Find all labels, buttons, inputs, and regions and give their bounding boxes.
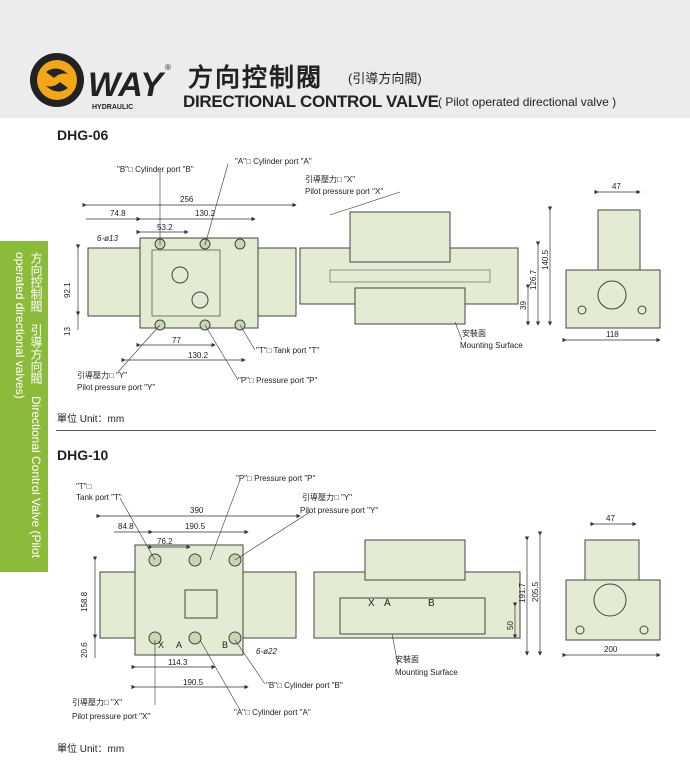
dhg06-dim-74-8: 74.8 bbox=[110, 209, 126, 218]
dhg10-label-p: "P"□ Pressure port "P" bbox=[236, 474, 315, 483]
dhg10-plan-letter-a: A bbox=[176, 640, 182, 650]
dhg06-label-p: "P"□ Pressure port "P" bbox=[238, 376, 317, 385]
dhg10-side-letter-x: X bbox=[368, 598, 375, 609]
dhg06-dim-13: 13 bbox=[63, 327, 72, 336]
dhg06-label-y-en: Pilot pressure port "Y" bbox=[77, 383, 155, 392]
dhg06-dim-256: 256 bbox=[180, 195, 194, 204]
title-zh: 方向控制閥 bbox=[188, 64, 324, 92]
dhg06-dim-118: 118 bbox=[606, 330, 619, 339]
dhg06-dim-77: 77 bbox=[172, 336, 181, 345]
dhg10-label-t1: "T"□ bbox=[76, 482, 92, 491]
brand-reg: ® bbox=[165, 63, 171, 72]
dhg10-label-y-zh: 引導壓力□ "Y" bbox=[302, 492, 352, 502]
dhg10-plan-letter-b: B bbox=[222, 640, 228, 650]
dhg10-side-letter-a: A bbox=[384, 598, 391, 609]
dhg06-mount-zh: 安裝面 bbox=[462, 328, 486, 338]
dhg10-dim-hole: 6-ø22 bbox=[256, 647, 277, 656]
dhg10-plan-letter-x: X bbox=[158, 640, 164, 650]
brand-name: WAY bbox=[88, 66, 166, 104]
leaders-06 bbox=[117, 163, 463, 381]
dhg06-dim-47: 47 bbox=[612, 182, 621, 191]
dhg10-mount-zh: 安裝面 bbox=[395, 654, 419, 664]
dhg10-dim-390: 390 bbox=[190, 506, 204, 515]
dhg10-plan-view bbox=[99, 544, 297, 656]
side-tab bbox=[0, 241, 48, 572]
dimension-lines-06 bbox=[75, 189, 661, 363]
dhg06-dim-92-1: 92.1 bbox=[63, 282, 72, 298]
dhg10-label-x-en: Pilot pressure port "X" bbox=[72, 712, 150, 721]
dhg06-side-view bbox=[299, 211, 519, 325]
title-en-sub: ( Pilot operated directional valve ) bbox=[438, 95, 617, 109]
dhg06-mount-en: Mounting Surface bbox=[460, 341, 523, 350]
dhg06-dim-126-7: 126.7 bbox=[529, 269, 538, 290]
dhg10-mount-en: Mounting Surface bbox=[395, 668, 458, 677]
dhg06-label-x-en: Pilot pressure port "X" bbox=[305, 187, 383, 196]
dhg10-dim-200: 200 bbox=[604, 645, 618, 654]
dhg10-label-a: "A"□ Cylinder port "A" bbox=[234, 708, 311, 717]
brand-sub: HYDRAULIC bbox=[92, 104, 133, 111]
dhg10-dim-20-6: 20.6 bbox=[80, 642, 89, 658]
dhg10-label-x-zh: 引導壓力□ "X" bbox=[72, 697, 122, 707]
dhg10-side-letter-b: B bbox=[428, 598, 435, 609]
side-tab-text: 方向控制閥 引導方向閥 Directional Control Valve (P… bbox=[13, 252, 43, 558]
dhg06-dim-39: 39 bbox=[519, 301, 528, 310]
dhg10-dim-84-8: 84.8 bbox=[118, 522, 134, 531]
dhg06-label-t: "T"□ Tank port "T" bbox=[256, 346, 319, 355]
dhg10-dim-50: 50 bbox=[506, 621, 515, 630]
dhg06-dim-hole: 6-ø13 bbox=[97, 234, 118, 243]
dhg06-dim-140-5: 140.5 bbox=[541, 249, 550, 270]
dhg06-dim-53-2: 53.2 bbox=[157, 223, 173, 232]
dhg06-dim-130-2a: 130.2 bbox=[195, 209, 216, 218]
dhg10-label-y-en: Pilot pressure port "Y" bbox=[300, 506, 378, 515]
title-en: DIRECTIONAL CONTROL VALVE bbox=[183, 92, 439, 111]
dhg10-dim-47: 47 bbox=[606, 514, 615, 523]
dhg10-label-t2: Tank port "T" bbox=[76, 493, 122, 502]
dhg10-dim-190-5a: 190.5 bbox=[185, 522, 206, 531]
unit-label-10: 單位 Unit：mm bbox=[57, 744, 125, 755]
dhg10-side-view bbox=[313, 539, 521, 639]
dhg10-dim-158-8: 158.8 bbox=[80, 591, 89, 612]
dhg10-dim-191-7: 191.7 bbox=[518, 582, 527, 603]
model-dhg10: DHG-10 bbox=[57, 447, 109, 463]
section-divider bbox=[56, 430, 656, 431]
brand-logo: WAY HYDRAULIC ® bbox=[30, 53, 171, 111]
dhg06-end-view bbox=[565, 209, 661, 329]
dhg10-dim-190-5b: 190.5 bbox=[183, 678, 204, 687]
dhg06-label-a: "A"□ Cylinder port "A" bbox=[235, 157, 312, 166]
dhg06-label-x-zh: 引導壓力□ "X" bbox=[305, 174, 355, 184]
dhg06-label-y-zh: 引導壓力□ "Y" bbox=[77, 370, 127, 380]
header-band bbox=[0, 0, 690, 118]
dhg10-label-b: "B"□ Cylinder port "B" bbox=[266, 681, 343, 690]
dhg06-dim-130-2b: 130.2 bbox=[188, 351, 209, 360]
dhg10-dim-205-5: 205.5 bbox=[531, 581, 540, 602]
dimension-lines-10 bbox=[92, 513, 661, 690]
dhg10-dim-114-3: 114.3 bbox=[168, 658, 188, 667]
dhg06-label-b: "B"□ Cylinder port "B" bbox=[117, 165, 194, 174]
title-zh-sub: (引導方向閥) bbox=[348, 71, 422, 86]
unit-label-06: 單位 Unit：mm bbox=[57, 414, 125, 425]
model-dhg06: DHG-06 bbox=[57, 127, 109, 143]
leaders-10 bbox=[119, 479, 399, 711]
dhg10-dim-76-2: 76.2 bbox=[157, 537, 173, 546]
dhg06-plan-view bbox=[87, 237, 297, 331]
dhg10-end-view bbox=[565, 539, 661, 641]
